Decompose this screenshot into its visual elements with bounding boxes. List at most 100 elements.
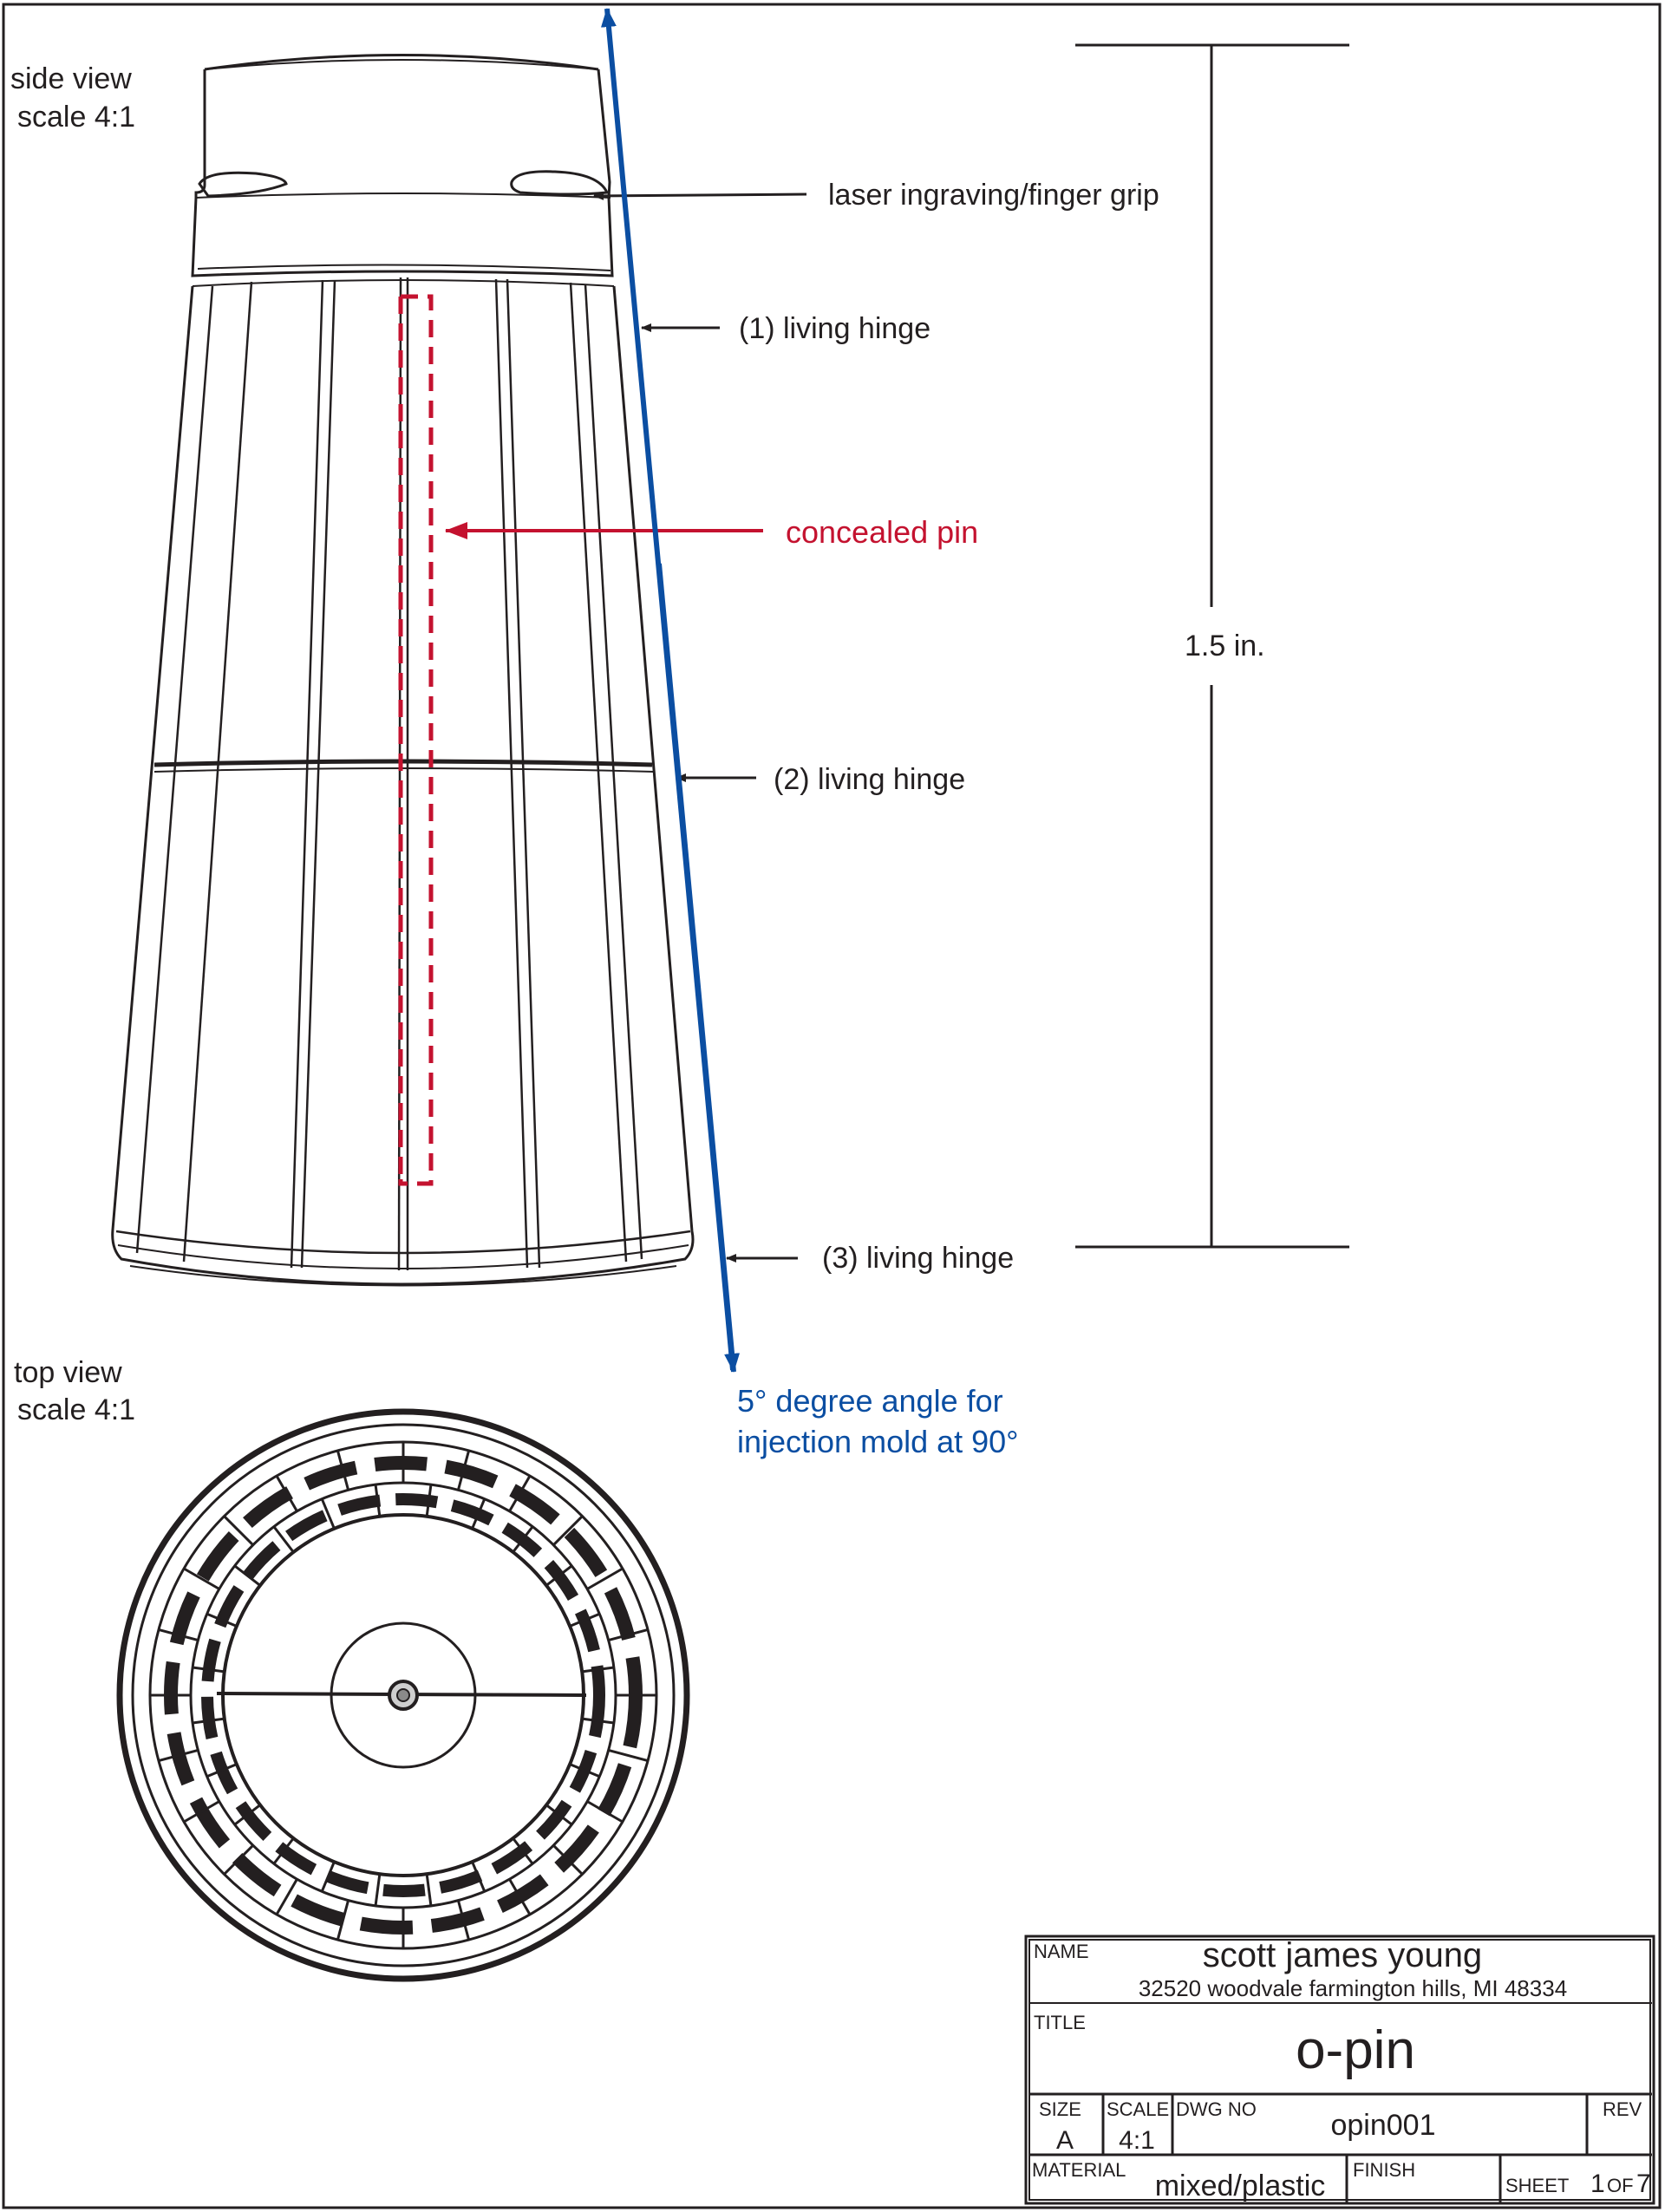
finish-label: FINISH [1353, 2159, 1415, 2181]
title-block-text: NAME scott james young 32520 woodvale fa… [1032, 1936, 1651, 2202]
spoke [608, 1748, 649, 1763]
grip-leader [593, 191, 807, 200]
spoke [223, 1515, 254, 1546]
side-view-drawing [111, 54, 695, 1287]
spoke [272, 1525, 295, 1553]
scale-label: SCALE [1107, 2098, 1169, 2120]
size-label: SIZE [1039, 2098, 1081, 2120]
spoke [456, 1450, 471, 1491]
spoke [275, 1878, 298, 1915]
scale-value: 4:1 [1119, 2126, 1155, 2155]
outer-rim [116, 1408, 690, 1982]
body-outline [111, 285, 695, 1286]
top-view-label: top view scale 4:1 [14, 1356, 135, 1426]
sheet-number: 1 [1590, 2170, 1605, 2198]
cap-top-curve [204, 59, 599, 70]
spoke [608, 1628, 649, 1642]
sheet-total: 7 [1636, 2170, 1651, 2198]
spoke [512, 1837, 534, 1865]
angle-callout-line2: injection mold at 90° [737, 1424, 1019, 1459]
spoke [336, 1900, 350, 1941]
spoke [552, 1844, 584, 1876]
draft-angle-line-bottom [656, 563, 741, 1373]
spoke [552, 1515, 584, 1546]
hinge-2-band [153, 759, 653, 767]
rib-ring-inner [201, 1493, 605, 1897]
pin-callout: concealed pin [786, 514, 978, 550]
spoke [233, 1564, 261, 1587]
dwg-value: opin001 [1330, 2109, 1435, 2142]
spoke [206, 1612, 238, 1628]
top-view-scale: scale 4:1 [17, 1393, 135, 1426]
spoke [158, 1748, 199, 1763]
spoke [471, 1498, 486, 1530]
spoke [569, 1763, 600, 1778]
name-label: NAME [1034, 1941, 1089, 1962]
spoke [272, 1837, 295, 1865]
sheet-of-label: OF [1607, 2175, 1634, 2196]
material-label: MATERIAL [1032, 2159, 1126, 2181]
grip-callout: laser ingraving/finger grip [828, 179, 1159, 212]
spoke [183, 1567, 220, 1590]
finger-grip-right [510, 170, 610, 196]
spoke [512, 1525, 534, 1553]
drawing-title: o-pin [1296, 2020, 1415, 2080]
top-view-drawing [116, 1408, 690, 1982]
spoke [586, 1800, 624, 1824]
finger-grip-left [198, 171, 288, 198]
material-value: mixed/plastic [1155, 2170, 1326, 2202]
cap-body-outline [191, 69, 614, 277]
sheet-label: SHEET [1505, 2175, 1569, 2196]
body-top-edge [192, 279, 615, 287]
height-dimension [1075, 43, 1349, 1249]
size-value: A [1056, 2126, 1074, 2155]
top-view-title: top view [14, 1356, 122, 1389]
spoke [192, 1666, 225, 1674]
hinge3-callout: (3) living hinge [822, 1242, 1014, 1275]
drafter-address: 32520 woodvale farmington hills, MI 4833… [1139, 1975, 1567, 2001]
spoke [586, 1567, 624, 1590]
concealed-pin-outline [398, 294, 434, 1186]
sheet-border [2, 3, 1662, 2209]
dwg-label: DWG NO [1176, 2098, 1257, 2120]
spoke [374, 1874, 382, 1907]
body-ribs [135, 277, 643, 1271]
spoke [320, 1498, 336, 1530]
hinge2-callout: (2) living hinge [774, 763, 965, 796]
side-view-label: side view scale 4:1 [10, 62, 135, 134]
title-label: TITLE [1034, 2012, 1086, 2033]
side-view-scale: scale 4:1 [17, 101, 135, 134]
spoke [206, 1763, 238, 1778]
hinge1-callout: (1) living hinge [739, 312, 930, 345]
spoke [233, 1804, 261, 1826]
spoke [569, 1612, 600, 1628]
spoke [545, 1804, 573, 1826]
side-view-title: side view [10, 62, 132, 95]
spoke [471, 1861, 486, 1892]
spoke [320, 1861, 336, 1892]
spoke [582, 1666, 615, 1674]
spoke [374, 1484, 382, 1517]
spoke [192, 1717, 225, 1725]
spoke [275, 1475, 298, 1512]
angle-callout-line1: 5° degree angle for [737, 1383, 1003, 1419]
drafter-name: scott james young [1203, 1936, 1482, 1974]
spoke [223, 1844, 254, 1876]
height-dimension-value: 1.5 in. [1185, 630, 1265, 662]
spoke [508, 1475, 532, 1512]
spoke [582, 1717, 615, 1725]
title-block [1024, 1935, 1655, 2205]
cap-top-outline [204, 54, 599, 71]
spoke [425, 1874, 433, 1907]
bottom-band [115, 1230, 691, 1255]
spoke [508, 1878, 532, 1915]
spoke [183, 1800, 220, 1824]
spoke [545, 1564, 573, 1587]
spoke [425, 1484, 433, 1517]
rev-label: REV [1603, 2098, 1642, 2120]
spokes [150, 1442, 656, 1948]
spoke [158, 1628, 199, 1642]
spoke [336, 1450, 350, 1491]
spoke [456, 1900, 471, 1941]
